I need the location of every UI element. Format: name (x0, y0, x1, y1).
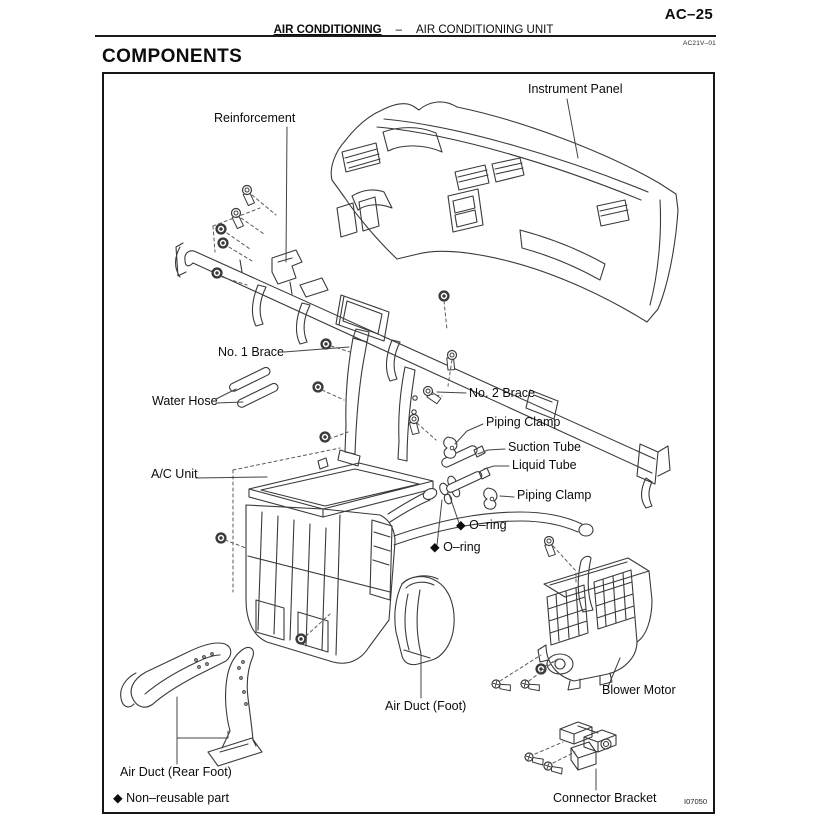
label-connector-bracket: Connector Bracket (553, 791, 657, 805)
label-o-ring-lower: ◆ O–ring (430, 540, 481, 554)
figure-frame (102, 72, 715, 814)
label-liquid-tube: Liquid Tube (512, 458, 577, 472)
label-ac-unit: A/C Unit (151, 467, 198, 481)
label-water-hose: Water Hose (152, 394, 218, 408)
label-no1-brace: No. 1 Brace (218, 345, 285, 359)
label-o-ring-upper: ◆ O–ring (456, 518, 507, 532)
header-section: AIR CONDITIONING (273, 24, 382, 36)
label-piping-clamp-upper: Piping Clamp (486, 415, 561, 429)
label-no2-brace: No. 2 Brace (469, 386, 536, 400)
figure-code: I07050 (684, 797, 707, 806)
label-air-duct-foot: Air Duct (Foot) (385, 699, 467, 713)
label-suction-tube: Suction Tube (508, 440, 581, 454)
label-instrument-panel: Instrument Panel (528, 82, 623, 96)
label-reinforcement: Reinforcement (214, 111, 296, 125)
label-piping-clamp-lower: Piping Clamp (517, 488, 592, 502)
legend-non-reusable-part: ◆ Non–reusable part (113, 791, 229, 805)
page-title: COMPONENTS (102, 46, 243, 67)
header-subsection: AIR CONDITIONING UNIT (416, 24, 554, 36)
running-header: AIR CONDITIONING – AIR CONDITIONING UNIT (0, 24, 827, 36)
page-number: AC–25 (664, 6, 713, 23)
label-blower-motor: Blower Motor (602, 683, 676, 697)
header-rule (95, 35, 716, 37)
label-air-duct-rear-foot: Air Duct (Rear Foot) (120, 765, 232, 779)
revision-code: AC21V–01 (682, 40, 716, 47)
header-separator: – (395, 24, 402, 36)
